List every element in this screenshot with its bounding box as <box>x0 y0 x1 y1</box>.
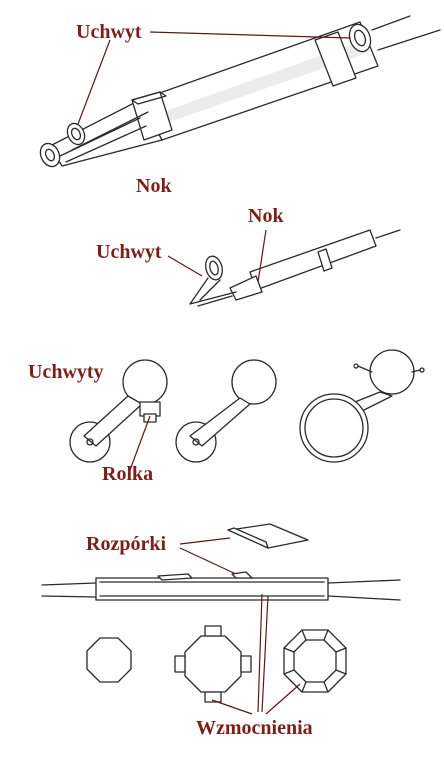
leader-rozporki-1 <box>179 537 231 545</box>
label-nok-mid: Nok <box>248 205 284 227</box>
label-rolka: Rolka <box>102 463 153 485</box>
label-nok-top: Nok <box>136 175 172 197</box>
top-spar-drawing <box>39 15 441 168</box>
leader-nok-mid <box>257 229 267 283</box>
leader-wzmocnienia-4 <box>265 683 301 715</box>
octagon-reinforced <box>283 629 347 693</box>
leader-wzmocnienia-1 <box>257 593 263 713</box>
mid-spar-drawing <box>189 229 401 307</box>
label-uchwyt-top: Uchwyt <box>76 21 142 43</box>
label-rozporki: Rozpórki <box>86 533 166 555</box>
label-uchwyt-mid: Uchwyt <box>96 241 162 263</box>
handle-1 <box>69 359 168 463</box>
long-boom <box>41 571 401 601</box>
leader-wzmocnienia-2 <box>261 595 269 713</box>
spreader-block <box>227 523 309 549</box>
label-wzmocnienia: Wzmocnienia <box>196 717 313 739</box>
leader-uchwyt-top-left <box>77 39 111 125</box>
leader-rolka <box>129 415 151 471</box>
handle-3 <box>299 349 425 463</box>
leader-rozporki-2 <box>179 547 237 575</box>
label-uchwyty: Uchwyty <box>28 361 104 383</box>
octagon-plain <box>86 637 132 683</box>
leader-uchwyt-mid <box>167 255 203 277</box>
handle-2 <box>175 359 277 463</box>
octagon-blocks <box>174 625 252 703</box>
leader-wzmocnienia-3 <box>211 699 253 715</box>
leader-uchwyt-top-right <box>149 31 351 39</box>
